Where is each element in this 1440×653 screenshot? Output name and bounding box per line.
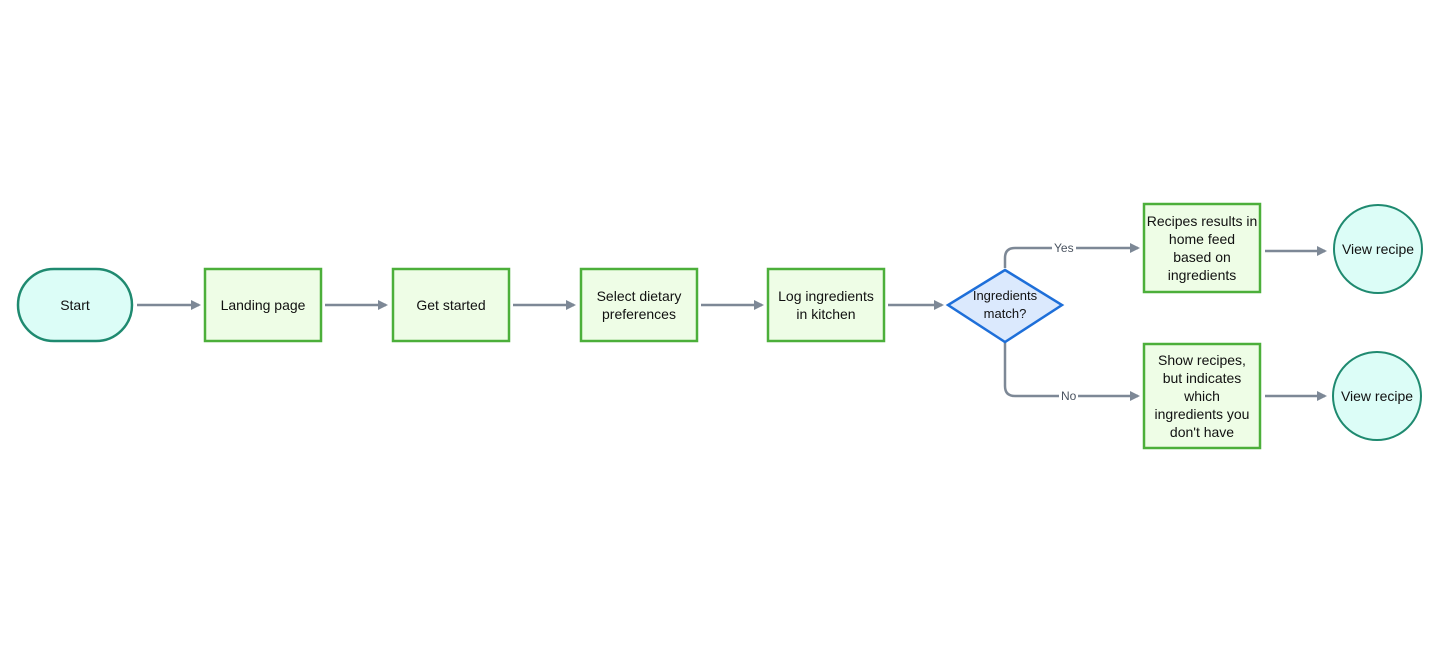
view-recipe-bottom-shape[interactable] (1332, 351, 1422, 441)
connector-decision-yes (1003, 243, 1140, 268)
dietary-process-shape[interactable] (579, 267, 699, 343)
show-recipes-process-shape[interactable] (1142, 342, 1262, 450)
view-recipe-top-shape[interactable] (1333, 204, 1423, 294)
log-ingredients-process-shape[interactable] (766, 267, 886, 343)
decision-diamond-shape[interactable] (945, 268, 1065, 344)
results-feed-process-shape[interactable] (1142, 202, 1262, 294)
edge-label-no: No (1059, 389, 1079, 403)
start-terminal-shape[interactable] (16, 267, 134, 343)
connector-decision-no (1003, 342, 1140, 401)
landing-page-process-shape[interactable] (203, 267, 323, 343)
get-started-process-shape[interactable] (391, 267, 511, 343)
edge-label-yes: Yes (1052, 241, 1076, 255)
